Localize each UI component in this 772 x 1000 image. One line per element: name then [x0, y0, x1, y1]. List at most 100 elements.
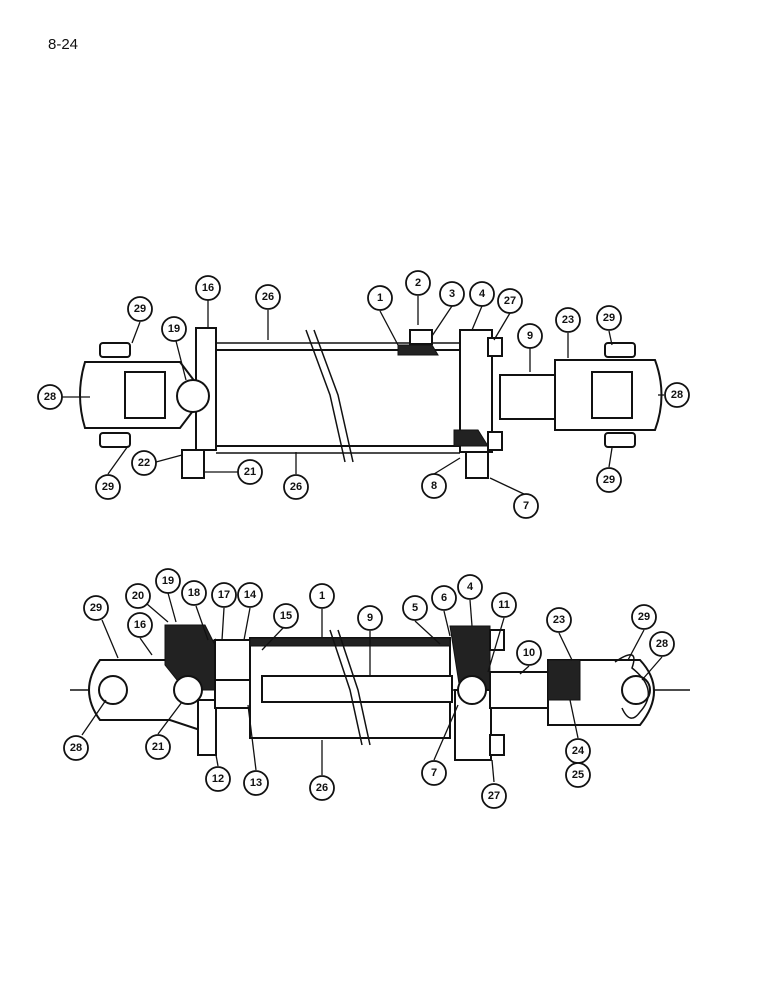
- callout: 7: [421, 760, 447, 786]
- callout: 1: [367, 285, 393, 311]
- callout: 7: [513, 493, 539, 519]
- svg-text:23: 23: [553, 614, 565, 626]
- svg-text:22: 22: [138, 457, 150, 469]
- callout: 16: [127, 612, 153, 638]
- svg-text:12: 12: [212, 773, 224, 785]
- callout: 28: [37, 384, 63, 410]
- callout: 29: [596, 467, 622, 493]
- svg-text:14: 14: [244, 589, 257, 601]
- callout: 19: [155, 568, 181, 594]
- svg-text:6: 6: [441, 592, 447, 604]
- callout: 17: [211, 582, 237, 608]
- top-view-callouts: 1 2 3 4 7 8 9 16 19 21 22 23 26 26 27 28…: [37, 270, 690, 519]
- callout: 9: [517, 323, 543, 349]
- callout: 18: [181, 580, 207, 606]
- callout: 3: [439, 281, 465, 307]
- callout: 26: [283, 474, 309, 500]
- svg-text:21: 21: [244, 466, 256, 478]
- callout: 23: [555, 307, 581, 333]
- callout: 28: [649, 631, 675, 657]
- svg-text:11: 11: [498, 599, 510, 611]
- callout: 6: [431, 585, 457, 611]
- svg-text:4: 4: [479, 288, 486, 300]
- svg-text:15: 15: [280, 610, 292, 622]
- svg-text:27: 27: [488, 790, 500, 802]
- svg-text:24: 24: [572, 745, 585, 757]
- callout: 2: [405, 270, 431, 296]
- svg-text:28: 28: [70, 742, 82, 754]
- svg-text:8: 8: [431, 480, 437, 492]
- svg-text:26: 26: [316, 782, 328, 794]
- callout: 29: [596, 305, 622, 331]
- callout: 23: [546, 607, 572, 633]
- callout: 24: [565, 738, 591, 764]
- svg-text:29: 29: [603, 312, 615, 324]
- callout: 22: [131, 450, 157, 476]
- callout: 9: [357, 605, 383, 631]
- callout: 1: [309, 583, 335, 609]
- callout: 4: [469, 281, 495, 307]
- svg-text:16: 16: [134, 619, 146, 631]
- svg-text:1: 1: [319, 590, 325, 602]
- callout: 16: [195, 275, 221, 301]
- callout: 27: [481, 783, 507, 809]
- port-19: [176, 379, 210, 413]
- svg-text:28: 28: [671, 389, 683, 401]
- callout: 11: [491, 592, 517, 618]
- page-number: 8-24: [48, 36, 79, 53]
- callout: 13: [243, 770, 269, 796]
- callout: 19: [161, 316, 187, 342]
- callout: 26: [255, 284, 281, 310]
- svg-text:9: 9: [527, 330, 533, 342]
- svg-text:10: 10: [523, 647, 535, 659]
- callout: 12: [205, 766, 231, 792]
- svg-text:29: 29: [102, 481, 114, 493]
- piston-rod: [499, 374, 559, 420]
- svg-text:26: 26: [290, 481, 302, 493]
- callout: 4: [457, 574, 483, 600]
- svg-text:27: 27: [504, 295, 516, 307]
- callout: 15: [273, 603, 299, 629]
- callout: 26: [309, 775, 335, 801]
- svg-text:9: 9: [367, 612, 373, 624]
- callout: 29: [95, 474, 121, 500]
- section-view-callouts: 1 4 5 6 7 9 10 11 12 13 14 15 16 17 18 1…: [63, 568, 675, 809]
- svg-text:29: 29: [603, 474, 615, 486]
- callout: 21: [237, 459, 263, 485]
- callout: 29: [83, 595, 109, 621]
- svg-text:17: 17: [218, 589, 230, 601]
- callout: 5: [402, 595, 428, 621]
- svg-text:18: 18: [188, 587, 200, 599]
- callout-leaders: [62, 296, 664, 783]
- callout: 27: [497, 288, 523, 314]
- callout: 21: [145, 734, 171, 760]
- callout: 29: [631, 604, 657, 630]
- svg-text:13: 13: [250, 777, 262, 789]
- section-view-cylinder: [70, 624, 690, 761]
- svg-text:16: 16: [202, 282, 214, 294]
- callout: 8: [421, 473, 447, 499]
- svg-text:2: 2: [415, 277, 421, 289]
- callout: 10: [516, 640, 542, 666]
- svg-text:1: 1: [377, 292, 383, 304]
- callout: 28: [664, 382, 690, 408]
- svg-text:19: 19: [162, 575, 174, 587]
- callout: 25: [565, 762, 591, 788]
- svg-text:4: 4: [467, 581, 474, 593]
- svg-text:23: 23: [562, 314, 574, 326]
- svg-text:29: 29: [134, 303, 146, 315]
- svg-text:7: 7: [523, 500, 529, 512]
- svg-text:29: 29: [638, 611, 650, 623]
- callout: 20: [125, 583, 151, 609]
- svg-text:28: 28: [656, 638, 668, 650]
- svg-text:7: 7: [431, 767, 437, 779]
- callout: 28: [63, 735, 89, 761]
- svg-text:20: 20: [132, 590, 144, 602]
- svg-text:21: 21: [152, 741, 164, 753]
- svg-text:29: 29: [90, 602, 102, 614]
- callout: 14: [237, 582, 263, 608]
- svg-text:25: 25: [572, 769, 584, 781]
- svg-text:28: 28: [44, 391, 56, 403]
- top-view-cylinder: [79, 327, 663, 479]
